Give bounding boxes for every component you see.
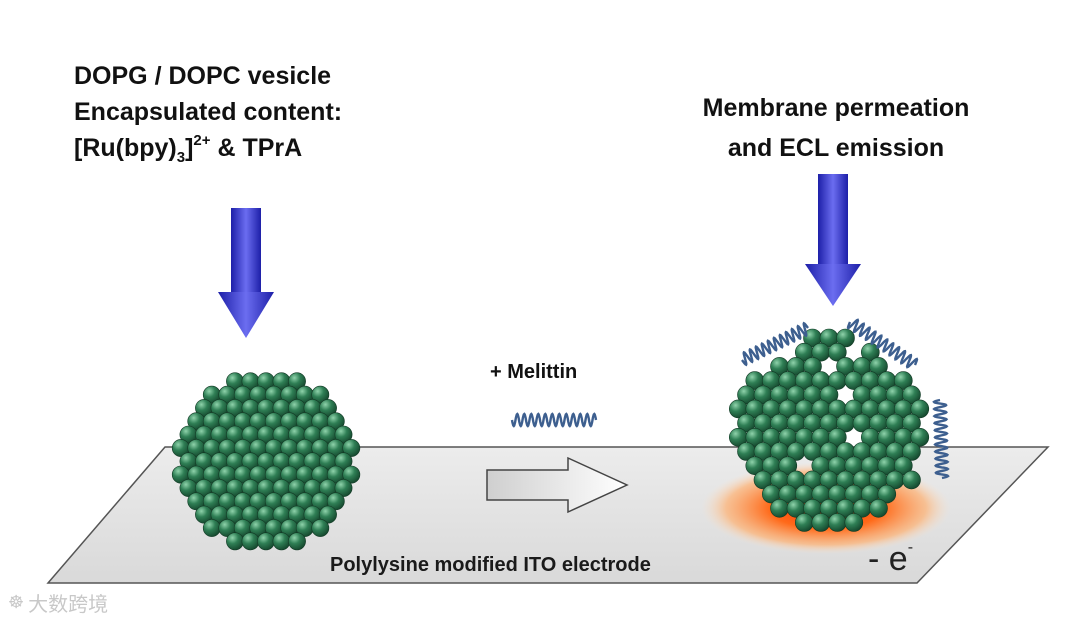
lipid-bead bbox=[869, 498, 888, 518]
ruthenium-complex-close: ] bbox=[185, 134, 194, 162]
lipid-bead bbox=[819, 385, 839, 405]
watermark-text: 大数跨境 bbox=[28, 592, 109, 616]
melittin-helix bbox=[741, 321, 809, 367]
lipid-bead bbox=[288, 532, 306, 551]
melittin-helix bbox=[846, 318, 919, 369]
ruthenium-complex-charge: 2+ bbox=[193, 131, 211, 149]
blue-arrow-right bbox=[805, 174, 861, 306]
lipid-bead bbox=[311, 519, 330, 537]
vesicle-caption: DOPG / DOPC vesicle Encapsulated content… bbox=[74, 58, 342, 166]
lipid-bead bbox=[902, 470, 921, 490]
lipid-bead bbox=[827, 342, 847, 362]
melittin-label: + Melittin bbox=[490, 361, 578, 383]
bound-melittin-peptides bbox=[741, 318, 950, 480]
lipid-bead bbox=[334, 425, 353, 444]
lipid-bead bbox=[836, 328, 855, 348]
permeation-caption-line2: and ECL emission bbox=[727, 134, 945, 162]
vesicle-caption-line2: Encapsulated content: bbox=[74, 98, 343, 126]
lipid-bead bbox=[860, 342, 880, 362]
lipid-bead bbox=[326, 412, 345, 431]
lipid-bead bbox=[893, 456, 913, 476]
intact-vesicle bbox=[171, 372, 361, 551]
lipid-bead bbox=[311, 385, 330, 404]
electron-charge: - bbox=[907, 538, 914, 556]
lipid-bead bbox=[902, 442, 921, 461]
lipid-bead bbox=[778, 456, 798, 476]
watermark: ☸ 大数跨境 bbox=[8, 588, 108, 617]
permeation-caption: Membrane permeation and ECL emission bbox=[676, 88, 996, 168]
lipid-bead bbox=[319, 505, 337, 524]
watermark-logo-icon: ☸ bbox=[8, 592, 25, 613]
ruthenium-complex-open: [Ru(bpy) bbox=[74, 134, 177, 162]
lipid-bead bbox=[257, 532, 275, 551]
vesicle-caption-line1: DOPG / DOPC vesicle bbox=[74, 62, 332, 90]
melittin-helix bbox=[932, 398, 950, 480]
lipid-bead bbox=[241, 532, 260, 551]
lipid-bead bbox=[272, 532, 291, 551]
lipid-bead bbox=[803, 357, 822, 376]
lipid-bead bbox=[226, 532, 244, 551]
lipid-bead bbox=[202, 519, 221, 537]
lipid-bead bbox=[827, 427, 847, 447]
lipid-bead bbox=[794, 513, 814, 532]
electron-label: - e- bbox=[868, 538, 914, 579]
lipid-bead bbox=[319, 399, 337, 417]
lipid-bead bbox=[877, 484, 897, 504]
tpra-label: & TPrA bbox=[210, 134, 303, 162]
lipid-bead bbox=[869, 357, 888, 376]
lipid-bead bbox=[893, 371, 913, 390]
lipid-bead bbox=[342, 465, 361, 484]
lipid-bead bbox=[910, 427, 930, 447]
permeation-caption-line1: Membrane permeation bbox=[702, 94, 970, 122]
electrode-label: Polylysine modified ITO electrode bbox=[330, 554, 651, 576]
lipid-bead bbox=[770, 498, 789, 518]
lipid-bead bbox=[342, 439, 361, 457]
lipid-bead bbox=[827, 513, 847, 532]
lipid-bead bbox=[334, 452, 353, 471]
reaction-arrow bbox=[486, 456, 629, 514]
lipid-bead bbox=[326, 492, 345, 511]
lipid-bead bbox=[910, 399, 930, 419]
melittin-helix bbox=[510, 412, 598, 428]
lipid-bead bbox=[902, 413, 921, 433]
electron-symbol: - e bbox=[868, 540, 908, 578]
lipid-bead bbox=[844, 513, 864, 532]
lipid-bead bbox=[902, 385, 921, 405]
permeated-vesicle bbox=[728, 328, 930, 532]
vesicle-caption-line3: [Ru(bpy)3]2+ & TPrA bbox=[74, 130, 342, 166]
lipid-bead bbox=[334, 479, 353, 497]
lipid-bead bbox=[288, 372, 306, 391]
melittin-peptide bbox=[510, 412, 598, 428]
ruthenium-complex-subscript: 3 bbox=[176, 149, 186, 166]
blue-arrow-left bbox=[218, 208, 274, 338]
lipid-bead bbox=[811, 513, 831, 532]
